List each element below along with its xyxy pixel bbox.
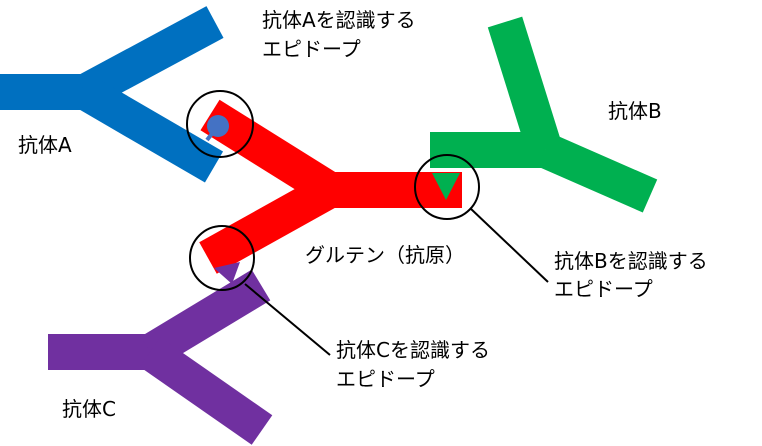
epitope-c-marker — [214, 262, 240, 284]
epitope-b-callout: 抗体Bを認識する エピドープ — [554, 249, 708, 301]
epitope-b-leader-line — [469, 207, 549, 283]
epitope-c-leader-line — [244, 283, 331, 356]
epitope-a-callout: 抗体Aを認識する エピドープ — [262, 8, 416, 61]
epitope-a-marker-tail — [205, 124, 220, 142]
antibody-a — [0, 6, 224, 183]
antibody-b — [430, 16, 658, 213]
antibody-a-lower-arm — [75, 76, 224, 183]
gluten-upper-arm — [200, 99, 340, 206]
antibody-b-label: 抗体B — [608, 99, 662, 123]
epitope-a-callout-line2: エピドープ — [262, 37, 361, 61]
epitope-c-callout-line2: エピドープ — [336, 367, 435, 391]
epitope-c-callout: 抗体Cを認識する エピドープ — [336, 338, 490, 391]
antibody-c-label: 抗体C — [62, 397, 116, 421]
antibody-c-lower-arm — [139, 337, 273, 445]
antibody-c — [48, 269, 273, 445]
gluten-antigen — [199, 99, 462, 274]
epitope-c-highlight-circle — [189, 225, 255, 291]
epitope-b-marker — [432, 173, 460, 200]
epitope-b-highlight-circle — [414, 154, 480, 220]
antibody-a-upper-arm — [76, 6, 224, 108]
antibody-b-upper-arm — [487, 16, 563, 156]
antibody-a-label: 抗体A — [18, 133, 72, 157]
epitope-c-callout-line1: 抗体Cを認識する — [336, 338, 490, 362]
epitope-b-callout-line2: エピドープ — [554, 277, 653, 301]
epitope-a-highlight-circle — [186, 90, 254, 158]
gluten-lower-arm — [199, 174, 339, 274]
antibody-b-lower-arm — [537, 133, 658, 213]
gluten-label: グルテン（抗原） — [305, 243, 465, 267]
epitope-b-callout-line1: 抗体Bを認識する — [554, 249, 708, 273]
epitope-a-callout-line1: 抗体Aを認識する — [262, 8, 416, 32]
antibody-c-upper-arm — [140, 269, 271, 368]
